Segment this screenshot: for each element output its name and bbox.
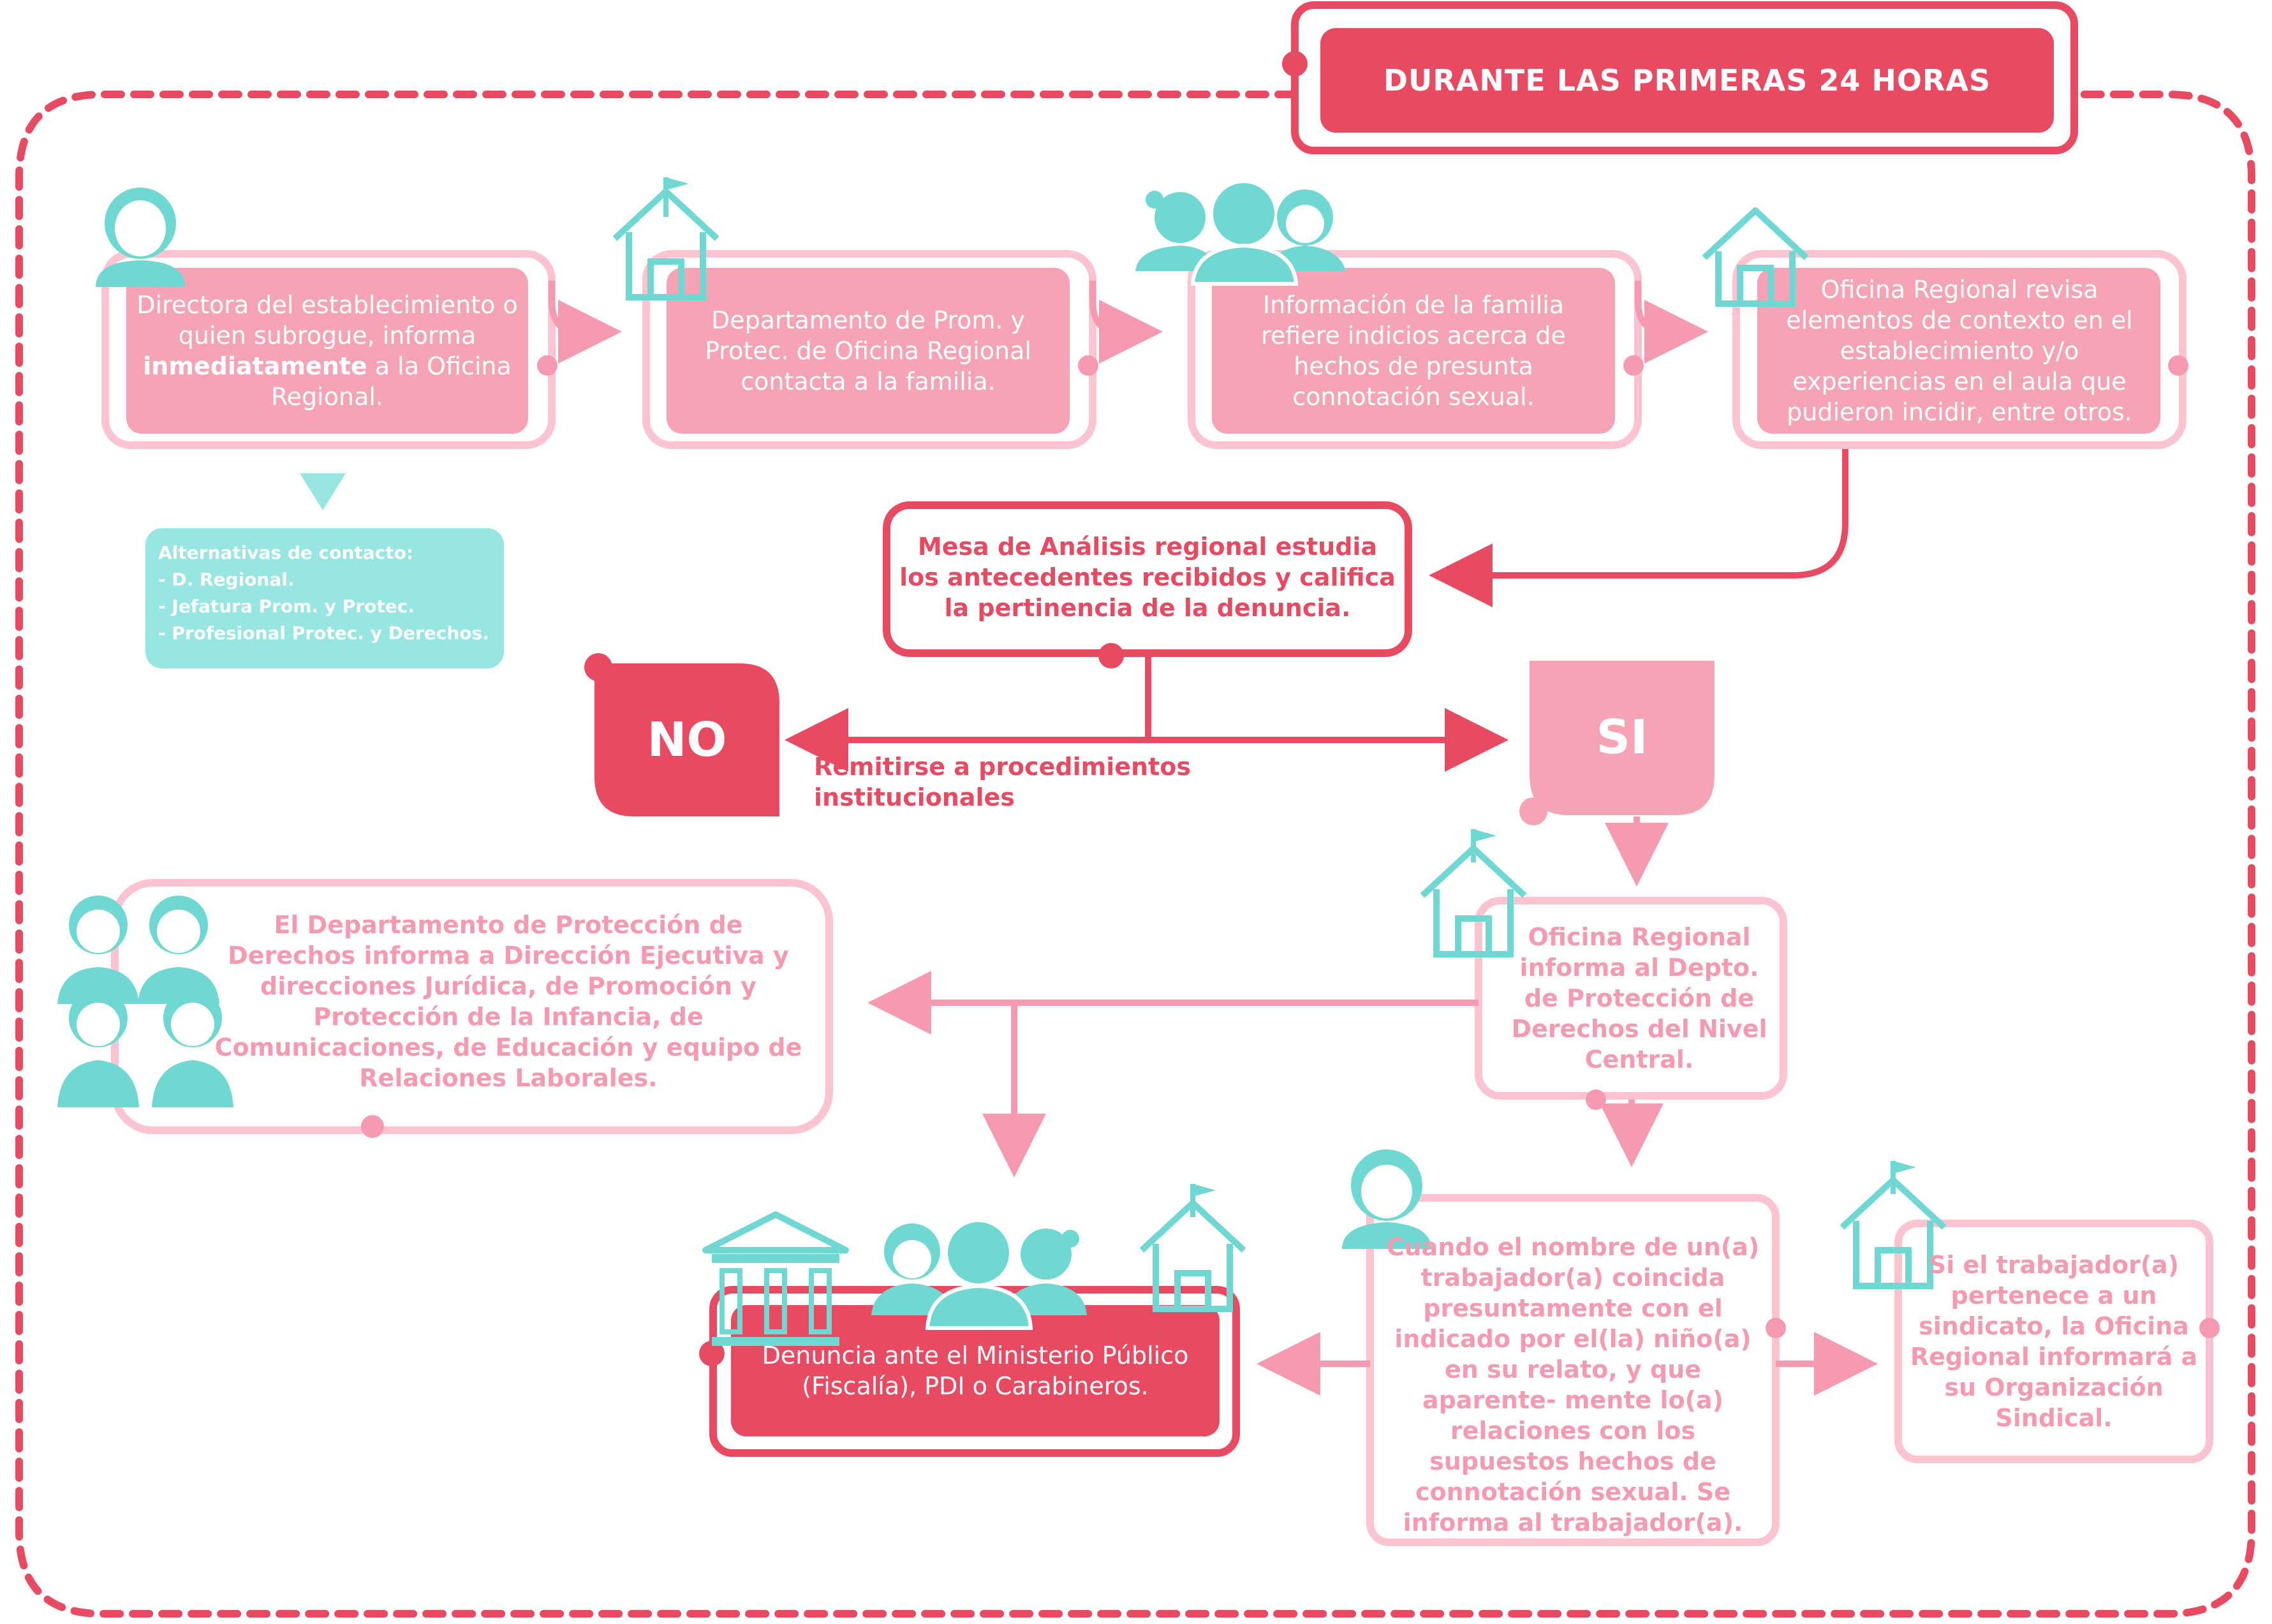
step-3-box (1188, 250, 1644, 449)
no-shape (594, 663, 779, 816)
step-2-box (642, 250, 1098, 449)
step-1-box (101, 250, 557, 449)
depto-info-text: El Departamento de Protección de Derecho… (214, 911, 802, 1092)
no-label: NO (647, 712, 727, 767)
step-1-bold: inmediatamente (143, 352, 367, 380)
sindicato-box (1894, 1220, 2220, 1463)
step-4-text: Oficina Regional revisa elementos de con… (1786, 276, 2133, 426)
no-procedure-label: Remitirse a procedimientos institucional… (814, 753, 1191, 811)
step-2-text: Departamento de Prom. y Protec. de Ofici… (705, 306, 1031, 395)
house-icon (1840, 1161, 1947, 1289)
arrow-step4-mesa (1429, 449, 1848, 607)
house-icon (1702, 207, 1809, 307)
si-shape (1530, 661, 1715, 815)
step-1-text: Directora del establecimiento o quien su… (134, 268, 520, 434)
step-3-text: Información de la familia refiere indici… (1261, 291, 1566, 411)
alternatives-box (145, 528, 504, 668)
house-icon (1420, 829, 1527, 957)
step-4-box (1732, 250, 2188, 449)
alternatives-item: - D. Regional. (158, 569, 295, 590)
house-icon (1139, 1184, 1246, 1312)
step-1-before: Directora del establecimiento o quien su… (136, 291, 518, 350)
alternatives-item: - Profesional Protec. y Derechos. (158, 623, 489, 644)
person-icon (1342, 1149, 1431, 1249)
family-icon (871, 1222, 1087, 1330)
mesa-text: Mesa de Análisis regional estudia los an… (899, 533, 1396, 622)
si-label: SI (1596, 710, 1648, 765)
trabajador-box (1366, 1194, 1786, 1546)
arrow-step2-step3 (1089, 281, 1163, 364)
alternatives-item: - Jefatura Prom. y Protec. (158, 596, 415, 617)
arrow-step1-step2 (549, 281, 622, 364)
denuncia-text: Denuncia ante el Ministerio Público (Fis… (762, 1341, 1189, 1400)
building-icon (702, 1211, 849, 1346)
oficina-info-box (1475, 897, 1787, 1110)
house-icon (612, 177, 719, 300)
header-title: DURANTE LAS PRIMERAS 24 HORAS (1383, 63, 1991, 98)
outer-dashed-frame (15, 91, 2255, 1618)
trabajador-text: Cuando el nombre de un(a) trabajador(a) … (1386, 1233, 1760, 1537)
family-icon (1135, 183, 1346, 286)
alternatives-text: Alternativas de contacto: - D. Regional.… (158, 540, 496, 647)
step-1-after: a la Oficina Regional. (270, 352, 512, 411)
group-icon (57, 896, 233, 1107)
alternatives-pointer (300, 473, 346, 510)
alternatives-title: Alternativas de contacto: (158, 542, 414, 563)
arrow-step3-step4 (1635, 281, 1708, 364)
mesa-box (883, 501, 1412, 668)
denuncia-box (699, 1286, 1240, 1457)
person-icon (96, 188, 185, 287)
sindicato-text: Si el trabajador(a) pertenece a un sindi… (1910, 1251, 2198, 1432)
header-banner (1282, 1, 2078, 154)
oficina-info-text: Oficina Regional informa al Depto. de Pr… (1511, 923, 1767, 1074)
